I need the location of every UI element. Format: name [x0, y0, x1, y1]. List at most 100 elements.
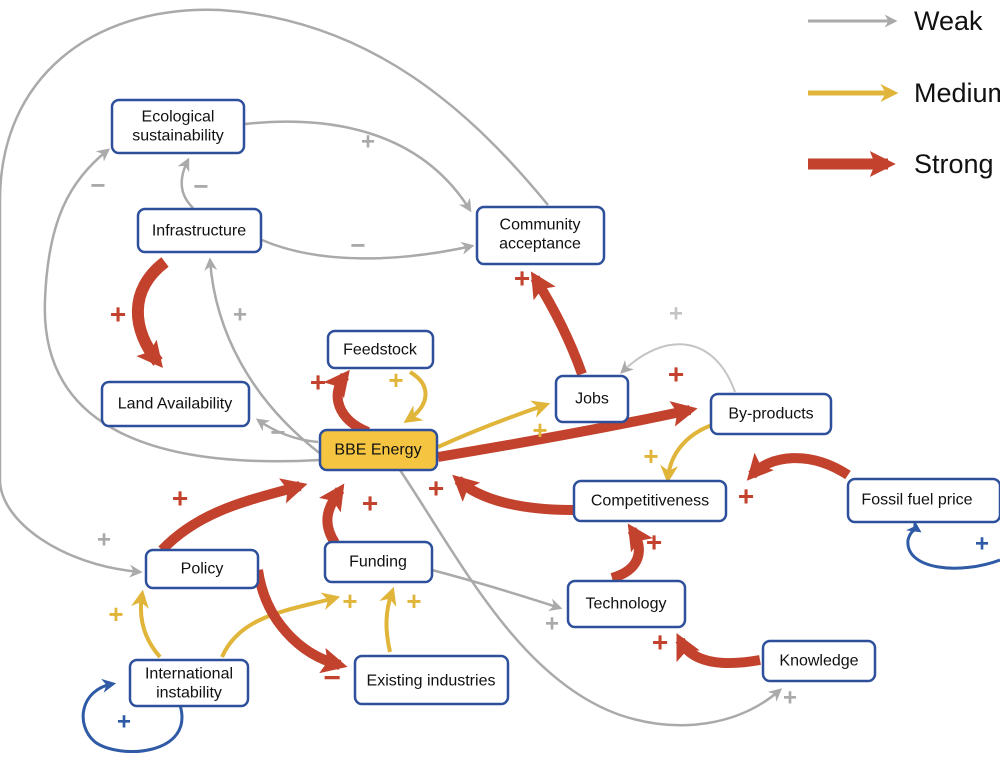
- node-label: Land Availability: [118, 396, 232, 413]
- sign-international-to-policy: +: [108, 599, 123, 629]
- edge-fossil-to-competitiveness: [746, 452, 851, 481]
- node-label: Ecological: [142, 109, 215, 126]
- edge-community-to-policy: [0, 8, 549, 578]
- edge-knowledge-to-technology: [675, 633, 761, 668]
- edge-international-to-policy: [131, 589, 162, 659]
- node-label: Competitiveness: [591, 493, 709, 510]
- legend-strong: Strong: [808, 149, 994, 179]
- edge-policy-to-bbe: [158, 478, 308, 554]
- sign-jobs-to-community: +: [514, 263, 530, 294]
- sign-competitiveness-to-bbe: +: [428, 473, 444, 504]
- sign-existing-to-funding: +: [406, 586, 421, 616]
- sign-ecological-to-community: +: [361, 129, 375, 156]
- node-label: Existing industries: [367, 673, 496, 690]
- edge-policy-to-existing: [253, 569, 348, 674]
- sign-policy-to-existing: −: [323, 662, 341, 695]
- sign-bbe-to-feedstock: +: [310, 367, 326, 398]
- edge-byproducts-to-competitiveness: [660, 423, 713, 484]
- sign-infrastructure-to-land: +: [110, 299, 126, 330]
- edge-international-to-funding: [220, 592, 341, 658]
- sign-policy-to-bbe: +: [172, 483, 188, 514]
- node-technology[interactable]: Technology: [566, 579, 687, 629]
- edge-byproducts-to-jobs: [620, 343, 736, 393]
- signs: − + − − + + + − + + + + + + + + + + + + …: [90, 129, 989, 736]
- node-label: Infrastructure: [152, 223, 246, 240]
- edge-competitiveness-to-bbe: [452, 474, 574, 515]
- legend: Weak Medium Strong: [808, 6, 1000, 179]
- node-ecological-sustainability[interactable]: Ecological sustainability: [110, 98, 246, 155]
- node-community-acceptance[interactable]: Community acceptance: [475, 205, 606, 266]
- sign-community-to-policy: +: [97, 527, 111, 554]
- sign-byproducts-to-competitiveness: +: [643, 441, 658, 471]
- sign-international-self-loop: +: [117, 709, 131, 736]
- edge-technology-to-competitiveness: [610, 523, 653, 583]
- node-label: Fossil fuel price: [861, 492, 972, 509]
- node-label: Technology: [586, 596, 667, 613]
- edge-bbe-to-land: [255, 418, 319, 444]
- edge-funding-to-technology: [431, 568, 563, 611]
- edge-fossil-self-loop: [905, 518, 1000, 570]
- node-label: acceptance: [499, 236, 581, 253]
- sign-funding-to-technology: +: [545, 611, 559, 638]
- node-feedstock[interactable]: Feedstock: [326, 329, 435, 370]
- edges: [0, 8, 1000, 753]
- edge-infrastructure-to-community: [261, 238, 475, 260]
- edge-bbe-to-knowledge: [398, 469, 782, 727]
- legend-weak: Weak: [808, 6, 983, 36]
- sign-knowledge-to-technology: +: [652, 627, 668, 658]
- edge-bbe-to-ecological: [43, 148, 321, 463]
- node-label: sustainability: [132, 128, 224, 145]
- node-fossil-fuel-price[interactable]: Fossil fuel price: [846, 477, 1000, 524]
- edge-bbe-to-feedstock: [323, 369, 371, 437]
- node-international-instability[interactable]: International instability: [128, 658, 250, 708]
- sign-infrastructure-to-community: −: [350, 230, 365, 260]
- edge-infrastructure-to-ecological: [177, 157, 194, 209]
- edge-bbe-to-infrastructure: [204, 257, 323, 456]
- sign-bbe-to-land: −: [270, 417, 285, 447]
- sign-bbe-to-jobs: +: [532, 415, 547, 445]
- edge-infrastructure-to-land: [131, 257, 169, 369]
- node-label: International: [145, 666, 233, 683]
- legend-medium-label: Medium: [914, 78, 1000, 108]
- sign-fossil-to-competitiveness: +: [738, 481, 754, 512]
- node-label: By-products: [728, 406, 813, 423]
- sign-bbe-to-byproducts: +: [668, 359, 684, 390]
- legend-medium: Medium: [808, 78, 1000, 108]
- edge-existing-to-funding: [379, 586, 397, 653]
- node-label: Funding: [349, 554, 407, 571]
- node-infrastructure[interactable]: Infrastructure: [136, 207, 263, 254]
- sign-infrastructure-to-ecological: −: [193, 171, 208, 201]
- node-land-availability[interactable]: Land Availability: [100, 380, 251, 428]
- sign-international-to-funding: +: [342, 586, 357, 616]
- edge-jobs-to-community: [530, 271, 587, 376]
- node-competitiveness[interactable]: Competitiveness: [572, 479, 728, 523]
- sign-bbe-to-ecological: −: [90, 170, 105, 200]
- sign-feedstock-to-bbe: +: [388, 365, 403, 395]
- node-funding[interactable]: Funding: [323, 540, 434, 584]
- sign-fossil-self-loop: +: [975, 531, 989, 558]
- sign-bbe-to-infrastructure: +: [233, 302, 247, 329]
- node-by-products[interactable]: By-products: [709, 392, 833, 436]
- sign-technology-to-competitiveness: +: [646, 527, 662, 558]
- node-label: Jobs: [575, 391, 609, 408]
- node-existing-industries[interactable]: Existing industries: [353, 654, 510, 706]
- node-jobs[interactable]: Jobs: [554, 374, 630, 424]
- edge-international-self-loop: [81, 678, 184, 753]
- edge-bbe-to-jobs: [437, 400, 551, 449]
- nodes: Ecological sustainability Infrastructure…: [100, 98, 1000, 708]
- node-label: Community: [500, 217, 581, 234]
- sign-bbe-to-knowledge: +: [783, 685, 797, 712]
- edge-funding-to-bbe: [319, 483, 345, 546]
- edge-bbe-to-byproducts: [437, 401, 698, 462]
- node-policy[interactable]: Policy: [144, 548, 260, 590]
- edge-feedstock-to-bbe: [403, 370, 428, 424]
- legend-strong-label: Strong: [914, 149, 994, 179]
- node-label: instability: [156, 685, 222, 702]
- edge-ecological-to-community: [244, 120, 472, 213]
- legend-weak-label: Weak: [914, 6, 983, 36]
- sign-byproducts-to-jobs: +: [669, 301, 683, 328]
- node-knowledge[interactable]: Knowledge: [761, 639, 877, 683]
- node-label: BBE Energy: [334, 442, 421, 459]
- node-bbe-energy[interactable]: BBE Energy: [318, 428, 439, 472]
